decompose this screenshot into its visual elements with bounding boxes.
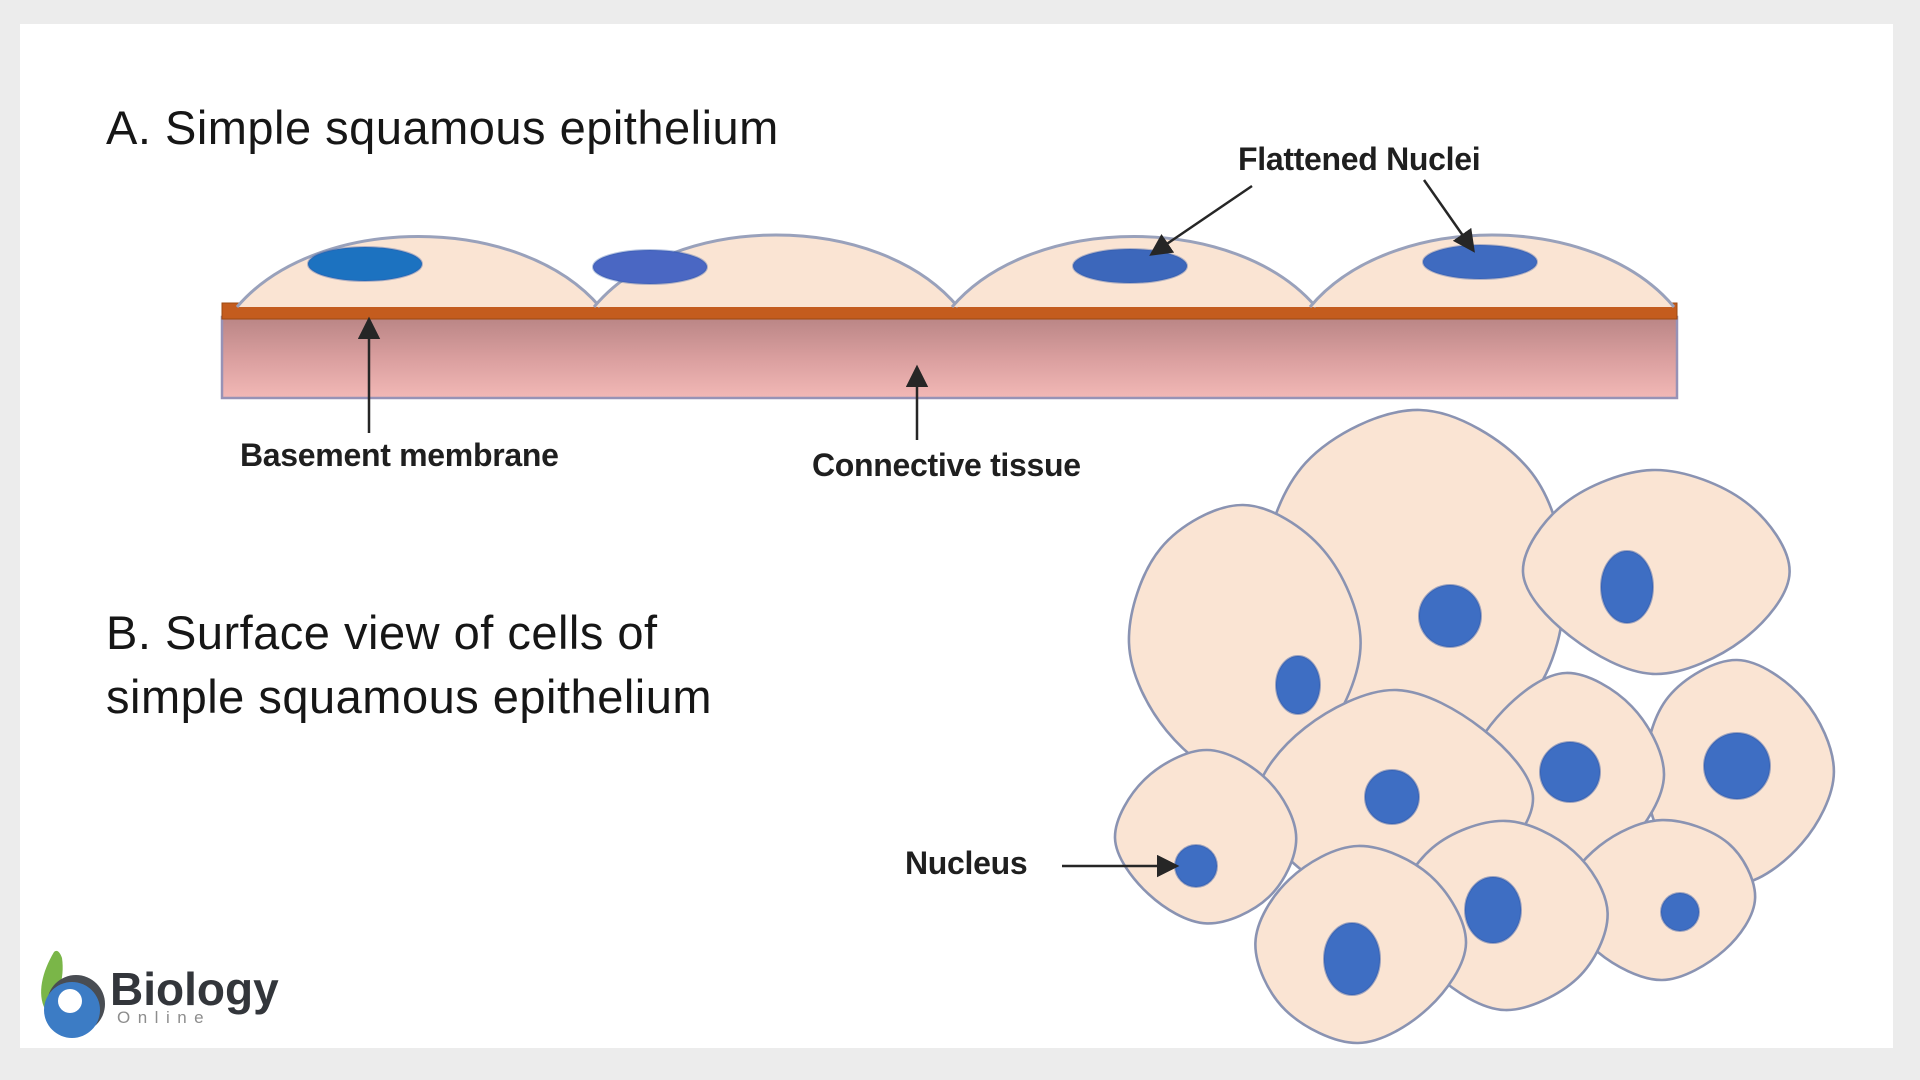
cell-nucleus xyxy=(1418,584,1482,648)
cell-nucleus xyxy=(1275,655,1321,715)
squamous-cell xyxy=(235,235,602,308)
cell-nucleus xyxy=(1660,892,1700,932)
epithelial-cell xyxy=(1113,748,1298,925)
surface-view-nuclei-group xyxy=(1174,550,1771,996)
cell-nucleus xyxy=(1703,732,1771,800)
connective-tissue-band xyxy=(220,315,1679,400)
flattened-nucleus xyxy=(592,249,708,285)
cell-nucleus xyxy=(1539,741,1601,803)
flattened-nuclei-arrow-left xyxy=(1149,184,1253,256)
side-view-illustration xyxy=(220,179,1679,440)
flattened-nucleus xyxy=(1072,248,1188,284)
flattened-nuclei-group xyxy=(307,244,1538,285)
cell-nucleus xyxy=(1464,876,1522,944)
flattened-nucleus xyxy=(307,246,423,282)
cell-nucleus xyxy=(1364,769,1420,825)
flattened-nucleus xyxy=(1422,244,1538,280)
squamous-cell-row xyxy=(235,233,1676,308)
epithelial-cell xyxy=(1521,468,1791,676)
surface-view-cell-cluster xyxy=(1113,408,1836,1045)
cell-nucleus xyxy=(1600,550,1654,624)
cell-nucleus xyxy=(1323,922,1381,996)
cell-nucleus xyxy=(1174,844,1218,888)
flattened-nuclei-arrow-right xyxy=(1422,179,1475,253)
